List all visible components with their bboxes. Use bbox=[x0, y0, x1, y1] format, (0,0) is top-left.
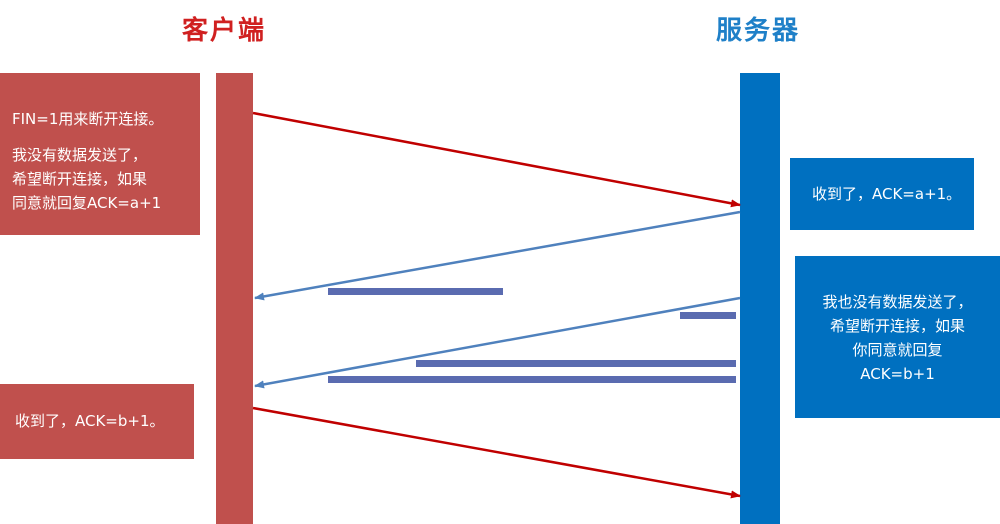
client-lifeline bbox=[216, 73, 253, 524]
server-lifeline bbox=[740, 73, 780, 524]
arrow-ack1 bbox=[254, 210, 741, 301]
bar-1 bbox=[328, 288, 503, 295]
note-fin1-line3: 希望断开连接，如果 bbox=[12, 170, 148, 188]
bar-3 bbox=[416, 360, 736, 367]
bar-4 bbox=[328, 376, 736, 383]
arrow-ack2 bbox=[252, 406, 741, 499]
note-fin2: 我也没有数据发送了， 希望断开连接，如果 你同意就回复 ACK=b+1 bbox=[795, 256, 1000, 418]
note-fin1-line1: FIN=1用来断开连接。 bbox=[12, 110, 164, 128]
note-fin1-line4: 同意就回复ACK=a+1 bbox=[12, 194, 162, 212]
note-fin2-line2: 希望断开连接，如果 bbox=[829, 317, 965, 335]
note-fin2-line4: ACK=b+1 bbox=[860, 365, 935, 383]
note-fin2-line3: 你同意就回复 bbox=[852, 341, 943, 359]
note-ack2-line1: 收到了，ACK=b+1。 bbox=[15, 412, 165, 430]
note-fin1: FIN=1用来断开连接。 我没有数据发送了， 希望断开连接，如果 同意就回复AC… bbox=[0, 73, 200, 235]
note-fin2-line1: 我也没有数据发送了， bbox=[822, 293, 973, 311]
arrow-fin2 bbox=[254, 296, 741, 389]
note-fin1-line2: 我没有数据发送了， bbox=[12, 146, 148, 164]
client-title: 客户端 bbox=[182, 16, 267, 46]
note-ack1: 收到了，ACK=a+1。 bbox=[790, 158, 974, 230]
note-ack1-line1: 收到了，ACK=a+1。 bbox=[812, 185, 962, 203]
arrow-fin1 bbox=[252, 111, 741, 208]
server-title: 服务器 bbox=[716, 16, 801, 46]
note-spacer bbox=[12, 131, 200, 143]
note-ack2: 收到了，ACK=b+1。 bbox=[0, 384, 194, 459]
bar-2 bbox=[680, 312, 736, 319]
